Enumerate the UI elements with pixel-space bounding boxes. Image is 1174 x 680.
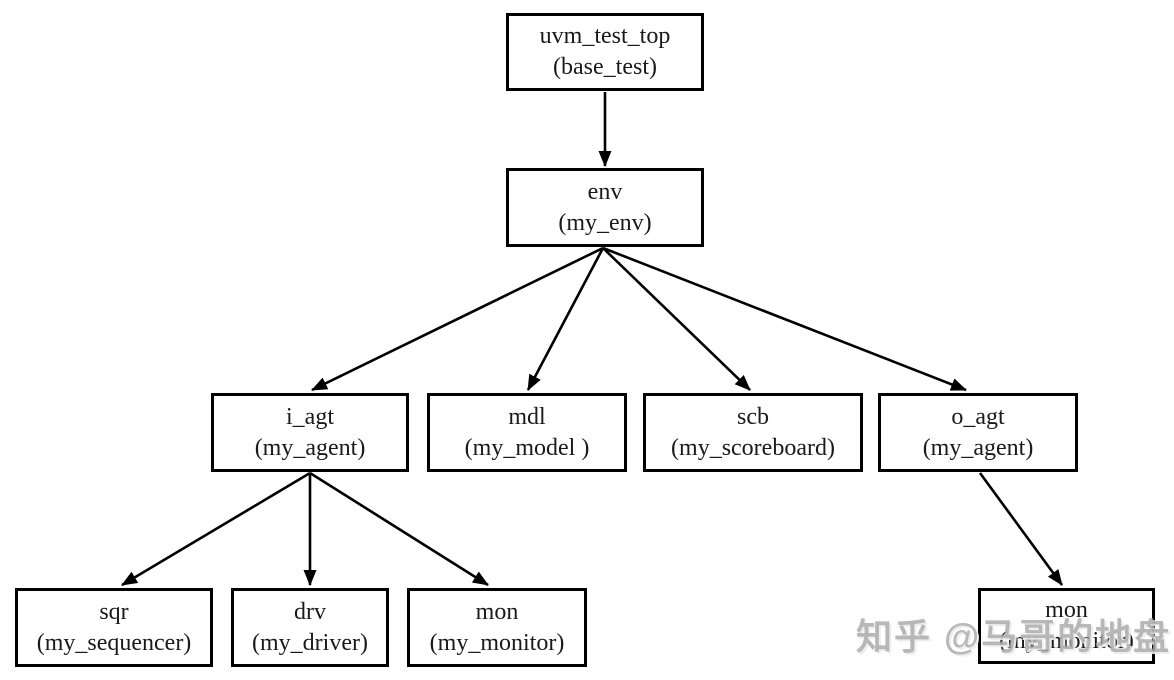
node-instance-name: scb [737, 403, 769, 430]
edge-iagt-moni [309, 471, 489, 587]
node-o-agt: o_agt (my_agent) [878, 393, 1078, 472]
edge-env-iagt [311, 246, 604, 392]
node-instance-name: env [587, 178, 623, 205]
edge-env-oagt [602, 246, 967, 392]
node-instance-name: sqr [99, 598, 129, 625]
node-mdl: mdl (my_model ) [427, 393, 627, 472]
node-instance-name: uvm_test_top [539, 23, 671, 50]
node-mon-output: mon (my_monitor) [978, 588, 1155, 664]
edge-env-scb [602, 247, 751, 391]
node-instance-name: drv [294, 598, 326, 625]
node-class-name: (my_sequencer) [36, 629, 192, 656]
node-class-name: (my_scoreboard) [671, 434, 835, 461]
node-uvm-test-top: uvm_test_top (base_test) [506, 13, 704, 91]
node-class-name: (base_test) [553, 54, 657, 80]
node-class-name: (my_driver) [252, 629, 368, 656]
node-class-name: (my_model ) [464, 434, 590, 461]
node-instance-name: i_agt [286, 403, 334, 430]
node-instance-name: mon [1045, 597, 1088, 624]
edge-env-mdl [526, 247, 605, 391]
node-class-name: (my_agent) [254, 434, 366, 461]
node-i-agt: i_agt (my_agent) [211, 393, 409, 472]
node-class-name: (my_monitor) [429, 629, 565, 656]
node-class-name: (my_env) [558, 209, 652, 236]
node-instance-name: o_agt [951, 403, 1005, 430]
node-sqr: sqr (my_sequencer) [15, 588, 213, 667]
node-env: env (my_env) [506, 168, 704, 247]
node-drv: drv (my_driver) [231, 588, 389, 667]
node-instance-name: mon [475, 598, 519, 625]
node-scb: scb (my_scoreboard) [643, 393, 863, 472]
node-mon-input: mon (my_monitor) [407, 588, 587, 667]
node-instance-name: mdl [508, 403, 546, 430]
edge-iagt-sqr [121, 471, 311, 587]
node-class-name: (my_monitor) [999, 628, 1134, 654]
node-class-name: (my_agent) [922, 434, 1034, 461]
edge-oagt-mono [978, 472, 1064, 586]
